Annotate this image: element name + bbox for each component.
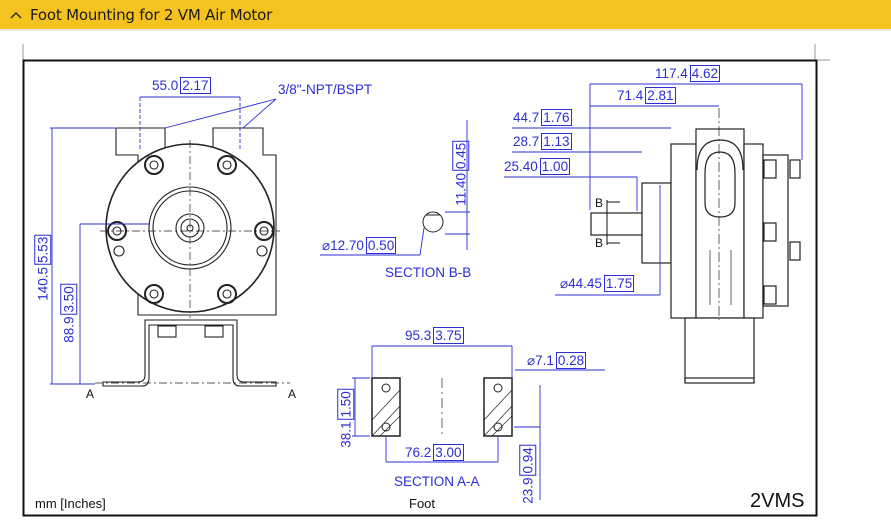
dim-mm: 71.4 [617,88,644,103]
chevron-up-icon [9,8,23,22]
dim-mm: 88.9 [61,316,77,343]
dim-mm: 38.1 [338,421,354,448]
front-view [95,127,290,387]
front-dimensions [50,96,277,385]
dim-front-height-center: 88.93.50 [60,267,78,343]
dim-in: 3.00 [433,444,464,461]
dim-in: 3.75 [433,327,464,344]
dim-mm: ⌀12.70 [322,238,364,253]
dim-in: 4.62 [689,65,721,82]
dim-mm: 28.7 [513,134,540,149]
dim-in: 0.50 [365,237,397,254]
dim-mm: 25.40 [504,159,538,174]
model-label: 2VMS [750,490,805,512]
dim-mm: 140.5 [35,266,51,301]
drawing-frame [22,59,818,517]
dim-mm: 23.9 [520,477,536,504]
dim-key-height: 11.400.45 [452,124,470,206]
side-dimensions [504,83,803,296]
dim-mm: 117.4 [655,66,688,81]
section-mark-a-left: A [86,387,95,401]
dim-in: 0.45 [452,140,470,171]
dim-in: 0.94 [519,445,537,476]
view-label: Foot [409,496,436,511]
dim-mm: 11.40 [453,172,469,206]
dim-in: 1.75 [603,275,635,292]
side-view [590,108,801,384]
section-mark-a-right: A [288,387,297,401]
section-mark-b-bottom: B [595,236,604,250]
dim-in: 1.00 [539,158,571,175]
dim-in: 1.50 [337,389,355,420]
dim-mm: 76.2 [405,445,432,460]
port-note: 3/8"-NPT/BSPT [278,82,373,97]
section-mark-b-top: B [595,196,604,210]
dim-foot-offset: 23.90.94 [519,430,537,504]
dim-in: 2.81 [645,87,676,104]
dim-in: 5.53 [34,234,52,265]
units-note: mm [Inches] [35,496,106,511]
section-bb-title: SECTION B-B [385,265,472,280]
section-aa-title: SECTION A-A [394,474,480,489]
dim-in: 1.13 [541,133,572,150]
section-aa-view [352,345,605,500]
dim-mm: 55.0 [152,78,179,93]
section-bb-view [320,120,470,256]
dim-mm: ⌀44.45 [560,276,602,291]
dim-in: 2.17 [180,77,211,94]
dim-in: 1.76 [541,109,572,126]
dim-in: 3.50 [60,284,78,315]
dim-mm: ⌀7.1 [527,353,554,368]
dim-foot-height: 38.11.50 [337,374,355,448]
dim-in: 0.28 [555,352,587,369]
accordion-title: Foot Mounting for 2 VM Air Motor [30,5,273,24]
dim-front-height-total: 140.55.53 [34,217,52,301]
accordion-header[interactable]: Foot Mounting for 2 VM Air Motor [0,0,891,31]
dim-mm: 44.7 [513,110,540,125]
dim-mm: 95.3 [405,328,432,343]
